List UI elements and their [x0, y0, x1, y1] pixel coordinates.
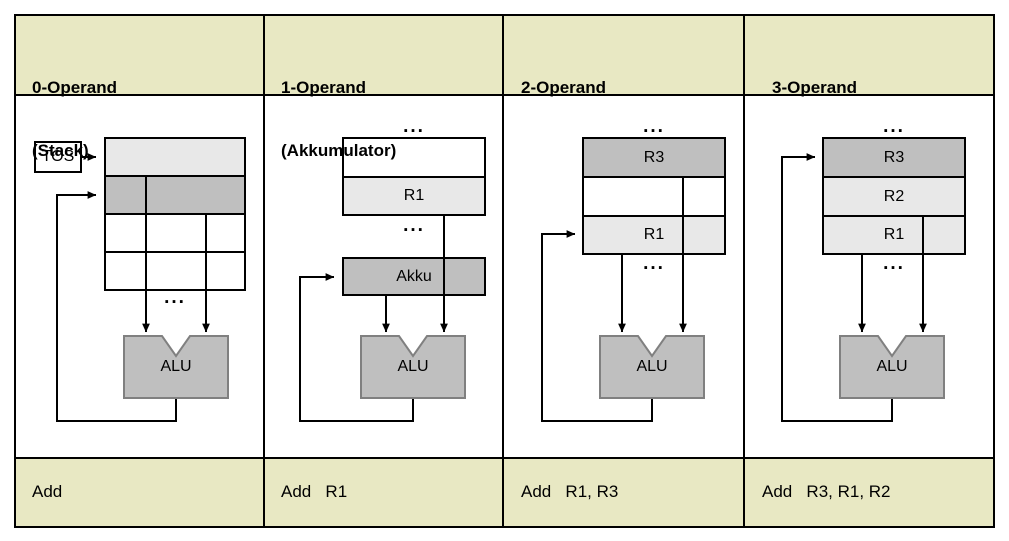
three-op-ellipsis-top: ... [883, 116, 905, 137]
diagram-three-operand [781, 137, 966, 422]
diagram-accumulator [299, 137, 486, 422]
header-col1: 1-Operand (Akkumulator) [281, 35, 396, 203]
akku-result-feedback-arrow [299, 273, 414, 422]
header-col2-line1: 2-Operand [521, 78, 607, 97]
diagram-stack [34, 137, 246, 422]
two-op-reg-cell-2 [582, 215, 726, 255]
three-op-reg-cell-1-label: R2 [883, 188, 905, 205]
akku-ellipsis-bottom: ... [403, 215, 425, 236]
two-op-reg-cell-0 [582, 137, 726, 178]
akku-ellipsis-top: ... [403, 116, 425, 137]
two-op-reg-cell-1 [582, 176, 726, 217]
tos-box [34, 141, 82, 173]
header-col0: 0-Operand (Stack) [32, 35, 117, 203]
header-col0-line1: 0-Operand [32, 78, 118, 97]
stack-cell-0 [104, 137, 246, 177]
three-op-result-feedback-arrow [781, 153, 893, 422]
stack-alu-label: ALU [160, 358, 192, 375]
two-op-ellipsis-bottom: ... [643, 253, 665, 274]
three-op-reg-cell-0 [822, 137, 966, 178]
instruction-col2: Add R1, R3 [521, 482, 619, 501]
three-op-reg-cell-0-label: R3 [883, 149, 905, 166]
header-col2: 2-Operand [521, 35, 606, 182]
akku-box-label: Akku [396, 268, 432, 285]
akku-alu-shape [360, 335, 466, 399]
two-op-reg-cell-2-label: R1 [643, 226, 665, 243]
two-op-alu-label: ALU [636, 358, 668, 375]
instruction-col3: Add R3, R1, R2 [762, 482, 891, 501]
instruction-col1: Add R1 [281, 482, 348, 501]
header-col1-line1: 1-Operand [281, 78, 367, 97]
three-op-alu-label: ALU [876, 358, 908, 375]
two-op-alu-shape [599, 335, 705, 399]
stack-alu-shape [123, 335, 229, 399]
header-col0-line2: (Stack) [32, 141, 89, 160]
diagram-two-operand [541, 137, 726, 422]
header-col3: 3-Operand [772, 35, 857, 182]
akku-box [342, 257, 486, 296]
akku-alu-label: ALU [397, 358, 429, 375]
tos-label: TOS [41, 148, 75, 165]
two-op-ellipsis-top: ... [643, 116, 665, 137]
stack-result-feedback-arrow [56, 191, 177, 422]
two-op-reg-cell-0-label: R3 [643, 149, 665, 166]
stack-cell-3 [104, 251, 246, 291]
stack-ellipsis: ... [164, 287, 186, 308]
table-frame [14, 14, 995, 528]
header-band [16, 16, 993, 95]
three-op-reg-cell-2-label: R1 [883, 226, 905, 243]
instruction-col0: Add [32, 482, 63, 501]
instruction-band [16, 459, 993, 526]
header-col3-line1: 3-Operand [772, 78, 858, 97]
three-op-alu-shape [839, 335, 945, 399]
stack-cell-1 [104, 175, 246, 215]
three-op-ellipsis-bottom: ... [883, 253, 905, 274]
akku-reg-cell-1-label: R1 [403, 187, 425, 204]
header-col1-line2: (Akkumulator) [281, 141, 397, 160]
akku-reg-cell-1 [342, 176, 486, 216]
three-op-reg-cell-2 [822, 215, 966, 255]
two-op-result-feedback-arrow [541, 230, 653, 422]
